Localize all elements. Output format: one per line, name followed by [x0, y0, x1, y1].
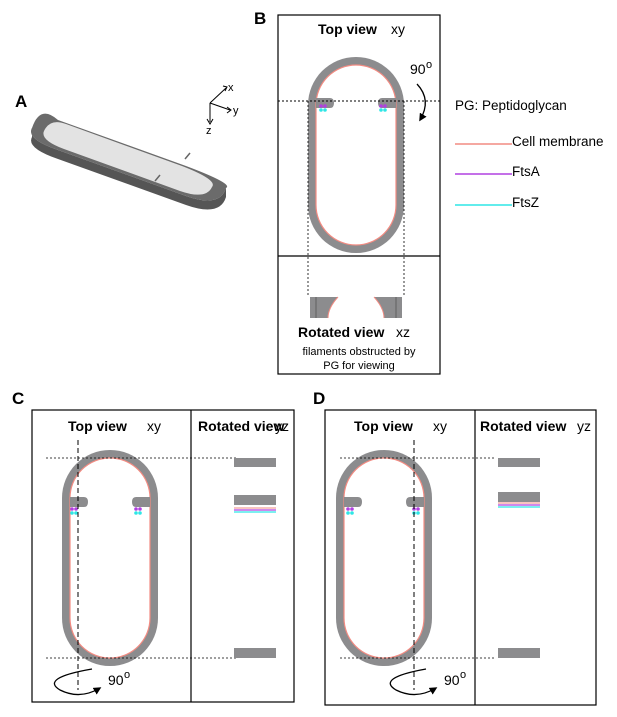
- rotation-angle-d: 90: [444, 672, 460, 688]
- panel-c: C Top view xy Rotated view yz 90 o: [12, 389, 295, 703]
- axis-y-label: y: [233, 105, 239, 117]
- panel-b-rotated-plane: xz: [396, 324, 410, 340]
- axis-indicator: [206, 85, 232, 125]
- cell-top-view-c: [62, 450, 158, 666]
- rotation-angle-b: 90: [410, 61, 426, 77]
- legend-label-ftsz: FtsZ: [512, 195, 539, 210]
- cell-3d-model: [31, 113, 228, 210]
- cell-rotated-view-d: [498, 458, 540, 658]
- panel-b-note-line2: PG for viewing: [323, 360, 395, 372]
- panel-d-letter: D: [313, 389, 325, 408]
- panel-b-rotated-title: Rotated view: [298, 324, 384, 340]
- panel-d: D Top view xy Rotated view yz 90 o: [313, 389, 597, 706]
- panel-b-top-plane: xy: [391, 21, 405, 37]
- panel-b-frame: [277, 14, 441, 375]
- panel-b-top-title: Top view: [318, 21, 377, 37]
- cell-rotated-view-c: [234, 458, 276, 658]
- panel-d-top-title: Top view: [354, 418, 413, 434]
- panel-d-top-plane: xy: [433, 418, 447, 434]
- rotation-arrow-b: [416, 83, 427, 122]
- cell-top-view-d: [336, 450, 432, 666]
- rotation-unit-b: o: [426, 59, 432, 71]
- rotation-arrow-d: [389, 668, 438, 696]
- panel-a-letter: A: [15, 92, 27, 111]
- legend-label-membrane: Cell membrane: [512, 134, 604, 149]
- panel-c-frame: [31, 409, 295, 703]
- panel-a: A x y z: [15, 82, 239, 210]
- panel-d-rotated-title: Rotated view: [480, 418, 566, 434]
- axis-z-label: z: [206, 125, 212, 137]
- cell-top-view-b: [308, 57, 404, 253]
- legend-label-ftsa: FtsA: [512, 164, 540, 179]
- panel-c-rotated-plane: yz: [275, 418, 289, 434]
- legend: PG: Peptidoglycan Cell membrane FtsA Fts…: [455, 98, 604, 210]
- panel-d-rotated-plane: yz: [577, 418, 591, 434]
- panel-c-top-title: Top view: [68, 418, 127, 434]
- ftsa-ftsz-dots-b: [319, 104, 387, 112]
- panel-d-frame: [324, 409, 597, 706]
- panel-c-letter: C: [12, 389, 24, 408]
- ftsa-ftsz-dots-d: [346, 507, 420, 515]
- panel-b-letter: B: [254, 9, 266, 28]
- rotation-angle-c: 90: [108, 672, 124, 688]
- axis-x-label: x: [228, 82, 234, 94]
- rotation-unit-d: o: [460, 669, 466, 681]
- ftsa-ftsz-dots-c: [70, 507, 142, 515]
- rotation-arrow-c: [53, 668, 102, 696]
- legend-title: PG: Peptidoglycan: [455, 98, 567, 113]
- panel-c-top-plane: xy: [147, 418, 161, 434]
- panel-c-rotated-title: Rotated view: [198, 418, 284, 434]
- rotation-unit-c: o: [124, 669, 130, 681]
- cell-rotated-view-b: [310, 296, 402, 319]
- panel-b: B Top view xy 90 o: [254, 9, 441, 375]
- panel-b-note-line1: filaments obstructed by: [302, 346, 416, 358]
